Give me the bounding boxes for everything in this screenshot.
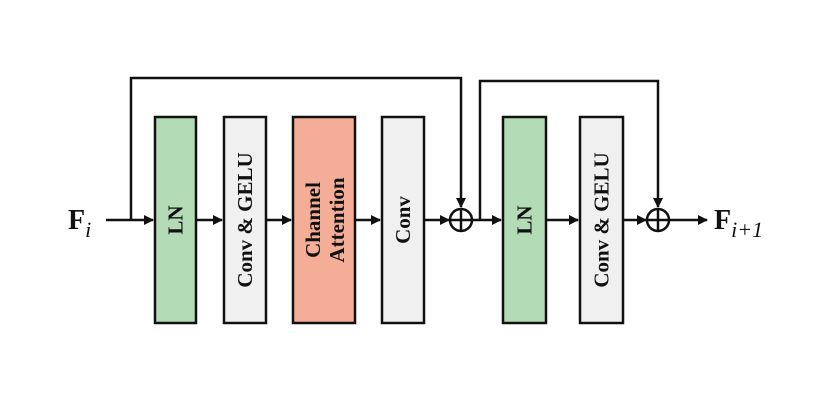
block-channel-attention-label-line-2: Attention [325,177,349,262]
block-ln-2-label: LN [513,205,537,234]
add-2 [645,207,671,233]
block-channel-attention-label-line-1: Channel [301,182,325,258]
block-conv-gelu-1-label: Conv & GELU [233,152,257,287]
skip-connections [129,76,663,220]
block-conv-box [380,115,426,325]
block-channel-attention-box [291,115,357,325]
block-conv-gelu-2-label: Conv & GELU [590,152,614,287]
block-conv-gelu-2: Conv & GELU [578,115,625,325]
block-channel-attention: Channel Attention [291,115,357,325]
add-1 [448,207,474,233]
block-ln-2: LN [501,115,548,325]
skip-connection-1 [129,76,466,220]
input-label: Fi [68,205,91,242]
block-ln-1: LN [153,115,198,325]
output-label-main: F [714,205,731,236]
block-ln-1-label: LN [164,205,188,234]
block-conv: Conv [380,115,426,325]
input-label-main: F [68,205,85,236]
input-label-sub: i [85,217,91,242]
block-ln-1-box [153,115,198,325]
output-label-sub: i+1 [731,217,763,242]
block-conv-gelu-2-box [578,115,625,325]
blocks: LN Conv & GELU Channel Attention Conv LN… [153,115,625,325]
block-conv-label: Conv [391,196,415,244]
output-label: Fi+1 [714,205,763,242]
skip-connection-2 [478,79,663,220]
block-conv-gelu-1-box [222,115,268,325]
block-ln-2-box [501,115,548,325]
block-conv-gelu-1: Conv & GELU [222,115,268,325]
